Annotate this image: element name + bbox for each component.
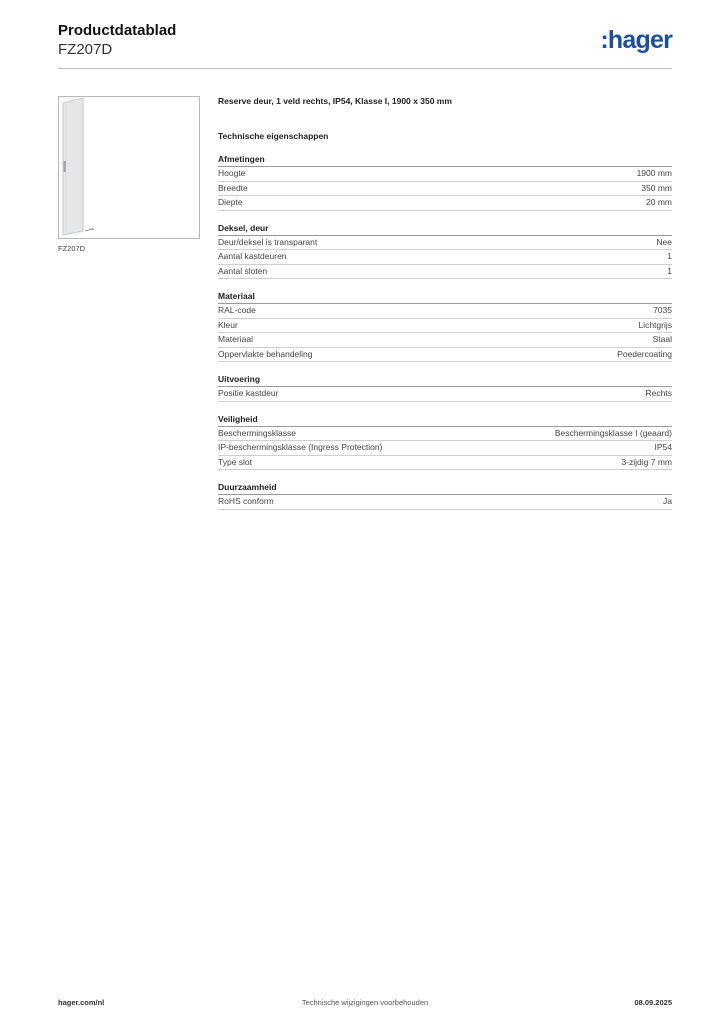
footer-notice: Technische wijzigingen voorbehouden xyxy=(301,998,429,1007)
property-row: RoHS conform Ja xyxy=(218,495,672,510)
product-details: Reserve deur, 1 veld rechts, IP54, Klass… xyxy=(218,96,672,510)
section-title: Uitvoering xyxy=(218,374,672,387)
footer-website: hager.com/nl xyxy=(58,998,105,1007)
hager-logo: :hager xyxy=(600,26,672,54)
property-row: Type slot 3-zijdig 7 mm xyxy=(218,456,672,470)
property-label: RAL-code xyxy=(218,305,256,315)
product-description: Reserve deur, 1 veld rechts, IP54, Klass… xyxy=(218,96,452,106)
property-value: Staal xyxy=(652,334,672,344)
property-label: Positie kastdeur xyxy=(218,388,279,398)
footer-date: 08.09.2025 xyxy=(634,998,672,1007)
property-row: Breedte 350 mm xyxy=(218,182,672,196)
section-title: Veiligheid xyxy=(218,414,672,427)
property-label: Oppervlakte behandeling xyxy=(218,348,313,359)
property-value: 1900 mm xyxy=(636,168,672,178)
property-row: Deur/deksel is transparant Nee xyxy=(218,236,672,250)
property-value: 20 mm xyxy=(646,197,672,207)
product-code: FZ207D xyxy=(58,41,113,58)
product-image xyxy=(58,96,200,239)
property-value: Poedercoating xyxy=(617,348,672,359)
property-value: Lichtgrijs xyxy=(638,319,672,330)
document-header: Productdatablad FZ207D xyxy=(58,22,176,59)
property-row: Positie kastdeur Rechts xyxy=(218,387,672,402)
property-label: Kleur xyxy=(218,319,238,330)
property-label: Type slot xyxy=(218,456,253,467)
property-value: Rechts xyxy=(645,388,672,398)
property-row: RAL-code 7035 xyxy=(218,304,672,319)
property-label: Diepte xyxy=(218,197,243,207)
property-row: IP-beschermingsklasse (Ingress Protectio… xyxy=(218,441,672,456)
property-label: Aantal sloten xyxy=(218,265,268,276)
property-label: Breedte xyxy=(218,182,248,193)
property-label: Aantal kastdeuren xyxy=(218,251,287,261)
property-label: RoHS conform xyxy=(218,496,274,506)
image-caption: FZ207D xyxy=(58,244,86,253)
cabinet-door-image xyxy=(61,97,95,237)
property-row: Diepte 20 mm xyxy=(218,196,672,211)
section-title: Afmetingen xyxy=(218,154,672,167)
page-title: Productdatablad xyxy=(58,22,177,39)
property-row: Aantal kastdeuren 1 xyxy=(218,250,672,265)
section-title: Materiaal xyxy=(218,291,672,304)
section-title: Deksel, deur xyxy=(218,223,672,236)
property-row: Hoogte 1900 mm xyxy=(218,167,672,182)
property-row: Materiaal Staal xyxy=(218,333,672,348)
property-label: IP-beschermingsklasse (Ingress Protectio… xyxy=(218,442,383,452)
property-row: Beschermingsklasse Beschermingsklasse I (… xyxy=(218,427,672,441)
property-row: Kleur Lichtgrijs xyxy=(218,319,672,333)
property-value: 350 mm xyxy=(641,182,672,193)
property-value: 3-zijdig 7 mm xyxy=(621,456,672,467)
property-value: Beschermingsklasse I (geaard) xyxy=(554,427,672,438)
property-value: 1 xyxy=(667,265,672,276)
header-divider xyxy=(58,68,672,69)
property-row: Aantal sloten 1 xyxy=(218,265,672,279)
property-label: Deur/deksel is transparant xyxy=(218,236,318,247)
property-row: Oppervlakte behandeling Poedercoating xyxy=(218,348,672,362)
technical-properties-heading: Technische eigenschappen xyxy=(218,131,329,141)
property-value: IP54 xyxy=(654,442,673,452)
property-label: Hoogte xyxy=(218,168,246,178)
section-title: Duurzaamheid xyxy=(218,482,672,495)
property-value: Ja xyxy=(663,496,672,506)
property-value: 7035 xyxy=(653,305,672,315)
property-label: Beschermingsklasse xyxy=(218,427,296,438)
property-value: 1 xyxy=(667,251,672,261)
property-value: Nee xyxy=(656,236,672,247)
property-label: Materiaal xyxy=(218,334,253,344)
